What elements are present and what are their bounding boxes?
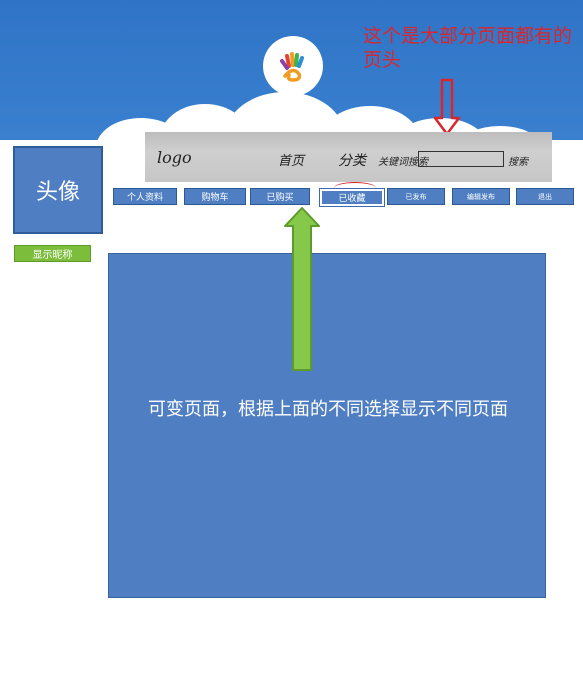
header-annotation: 这个是大部分页面都有的页头 xyxy=(363,25,573,71)
nav-cart-button[interactable]: 购物车 xyxy=(184,188,246,205)
avatar-label: 头像 xyxy=(35,180,80,205)
nav-label: 个人资料 xyxy=(126,193,163,203)
nav-label: 编辑发布 xyxy=(467,192,495,201)
down-arrow-outline-icon xyxy=(432,78,462,140)
nav-label: 退出 xyxy=(538,192,552,201)
nav-edit-publish-button[interactable]: 编辑发布 xyxy=(452,188,510,205)
hand-logo-icon[interactable] xyxy=(263,36,323,96)
nickname-badge: 显示昵称 xyxy=(14,245,91,262)
nav-label: 购物车 xyxy=(201,193,229,203)
sketch-logo: logo xyxy=(157,148,192,167)
up-arrow-icon xyxy=(283,206,321,376)
sketch-keyword-label: 关键词搜索 xyxy=(378,157,428,168)
nav-favorites-button[interactable]: 已收藏 xyxy=(320,189,384,206)
avatar[interactable]: 头像 xyxy=(13,146,103,234)
main-content-text: 可变页面，根据上面的不同选择显示不同页面 xyxy=(148,399,508,420)
nav-profile-button[interactable]: 个人资料 xyxy=(113,188,177,205)
sketch-header-photo: logo 首页 分类 关键词搜索 搜索 xyxy=(145,132,552,182)
nav-logout-button[interactable]: 退出 xyxy=(516,188,574,205)
main-content-area: 可变页面，根据上面的不同选择显示不同页面 xyxy=(108,253,546,598)
nav-label: 已发布 xyxy=(405,192,427,201)
highlight-oval xyxy=(334,182,376,194)
sketch-category-link: 分类 xyxy=(338,153,366,169)
nickname-label: 显示昵称 xyxy=(32,250,73,261)
nav-label: 已收藏 xyxy=(338,194,366,204)
nav-purchased-button[interactable]: 已购买 xyxy=(250,188,310,205)
nav-published-button[interactable]: 已发布 xyxy=(387,188,445,205)
sketch-search-input xyxy=(418,151,504,167)
sketch-home-link: 首页 xyxy=(278,154,305,169)
nav-label: 已购买 xyxy=(266,193,294,203)
sketch-search-button: 搜索 xyxy=(508,157,528,168)
